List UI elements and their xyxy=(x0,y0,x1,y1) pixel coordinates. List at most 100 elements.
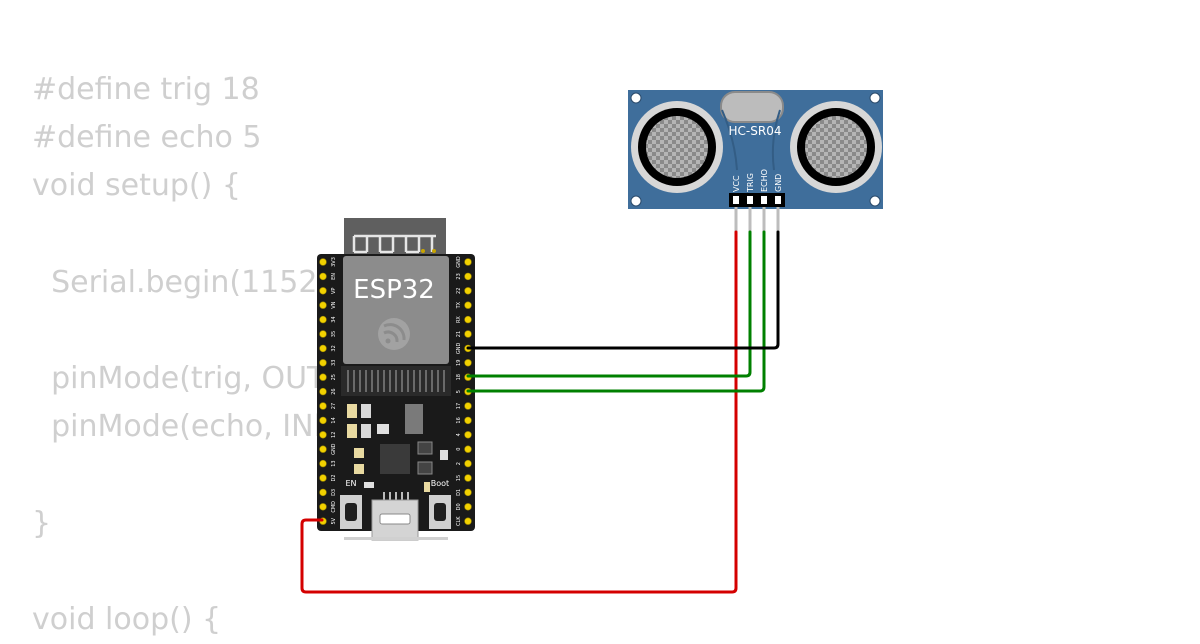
wire-gnd[interactable] xyxy=(466,230,780,350)
pin-hole[interactable] xyxy=(319,373,327,381)
pin-hole[interactable] xyxy=(464,272,472,281)
pin-hole[interactable] xyxy=(319,330,327,338)
smd-component xyxy=(354,448,364,458)
pin-hole[interactable] xyxy=(464,315,472,324)
esp32-module xyxy=(343,256,449,364)
pin-hole[interactable] xyxy=(319,445,327,453)
usb-header-pins xyxy=(383,492,409,500)
pin-label: 13 xyxy=(331,460,337,466)
smd-component xyxy=(361,404,371,418)
pin-label: 21 xyxy=(456,331,462,337)
pin-label: EN xyxy=(331,273,337,280)
sensor-pin-label-vcc: VCC xyxy=(732,175,741,192)
pin-label: 27 xyxy=(331,403,337,409)
pin-label: 25 xyxy=(331,374,337,380)
smd-component xyxy=(424,482,430,492)
wire-echo[interactable] xyxy=(466,230,766,393)
pin-hole[interactable] xyxy=(319,402,327,410)
pin-hole[interactable] xyxy=(319,503,327,511)
pin-label: 18 xyxy=(456,374,462,380)
pin-hole[interactable] xyxy=(464,301,472,309)
pin-hole[interactable] xyxy=(464,402,472,410)
sensor-label: HC-SR04 xyxy=(729,124,782,138)
pin-hole[interactable] xyxy=(464,474,472,482)
pin-label: 17 xyxy=(456,403,462,409)
board-edge xyxy=(344,537,448,540)
pin-hole[interactable] xyxy=(464,359,472,367)
module-pad-row xyxy=(347,370,445,392)
pin-hole[interactable] xyxy=(464,517,472,525)
pin-label: 4 xyxy=(456,433,462,436)
pin-hole[interactable] xyxy=(319,459,327,468)
wire-trig[interactable] xyxy=(466,230,752,378)
crystal-oscillator xyxy=(720,91,784,123)
pin-label: 33 xyxy=(331,360,337,366)
code-line: } xyxy=(32,505,52,541)
esp32-board[interactable]: ESP32 EN xyxy=(317,218,475,541)
boot-button-label: Boot xyxy=(431,479,449,488)
sensor-pin-legs xyxy=(734,207,780,232)
pin-hole[interactable] xyxy=(464,445,472,453)
en-button[interactable] xyxy=(340,495,362,529)
micro-usb-port[interactable] xyxy=(371,499,419,541)
pin-label: 2 xyxy=(456,462,462,465)
pin-label: VN xyxy=(331,301,337,308)
hc-sr04-sensor[interactable]: HC-SR04 VCC TRIG ECHO GND xyxy=(628,90,883,232)
pin-label: 32 xyxy=(331,345,337,351)
pin-hole[interactable] xyxy=(319,315,327,324)
pin-label: 16 xyxy=(456,417,462,423)
pin-hole[interactable] xyxy=(464,503,472,511)
pin-label: CMD xyxy=(331,501,337,513)
antenna-dot xyxy=(432,249,436,253)
pin-hole[interactable] xyxy=(319,301,327,309)
pin-label: 19 xyxy=(456,360,462,366)
sensor-pin-label-trig: TRIG xyxy=(746,173,755,193)
pin-hole[interactable] xyxy=(464,488,472,497)
boot-button[interactable] xyxy=(429,495,451,529)
pin-hole[interactable] xyxy=(319,258,327,266)
smd-component xyxy=(417,461,433,475)
pin-hole[interactable] xyxy=(319,431,327,439)
pin-hole[interactable] xyxy=(319,359,327,367)
pin-hole[interactable] xyxy=(464,287,472,295)
sensor-pin-label-echo: ECHO xyxy=(760,169,769,192)
pin-label: 0 xyxy=(456,448,462,451)
pin-hole[interactable] xyxy=(319,474,327,482)
pin-label: GND xyxy=(331,443,337,455)
smd-component xyxy=(361,424,371,438)
antenna-dot xyxy=(421,249,425,253)
pin-label: 3V3 xyxy=(331,257,337,267)
pin-hole[interactable] xyxy=(319,488,327,497)
pin-label: 15 xyxy=(456,475,462,481)
pin-hole[interactable] xyxy=(464,330,472,338)
pin-label: GND xyxy=(456,256,462,268)
pin-hole[interactable] xyxy=(319,416,327,425)
mount-hole xyxy=(869,195,881,207)
pin-label: GND xyxy=(456,343,462,355)
receiver-icon xyxy=(790,101,882,193)
wires xyxy=(300,230,780,594)
esp32-left-header: 3V3ENVPVN343532332526271412GND13D2D3CMD5… xyxy=(319,257,337,525)
pin-label: 34 xyxy=(331,316,337,322)
pin-label: TX xyxy=(456,301,462,309)
pin-label: D2 xyxy=(331,474,337,481)
pin-hole[interactable] xyxy=(464,431,472,439)
code-line: #define echo 5 xyxy=(32,120,262,156)
pin-hole[interactable] xyxy=(464,258,472,266)
pin-label: VP xyxy=(331,288,337,294)
sensor-header xyxy=(729,193,785,207)
sensor-trace xyxy=(721,109,781,171)
pin-hole[interactable] xyxy=(319,387,327,396)
smd-component xyxy=(364,482,374,488)
pin-hole[interactable] xyxy=(319,287,327,295)
pin-hole[interactable] xyxy=(319,344,327,353)
pin-hole[interactable] xyxy=(319,272,327,281)
wire-vcc[interactable] xyxy=(300,230,738,594)
pin-hole[interactable] xyxy=(464,459,472,468)
pin-label: 12 xyxy=(331,432,337,438)
smd-component xyxy=(440,450,448,460)
smd-component xyxy=(347,424,357,438)
sensor-pin-label-gnd: GND xyxy=(774,174,783,192)
smd-component xyxy=(347,404,357,418)
pin-hole[interactable] xyxy=(464,416,472,425)
